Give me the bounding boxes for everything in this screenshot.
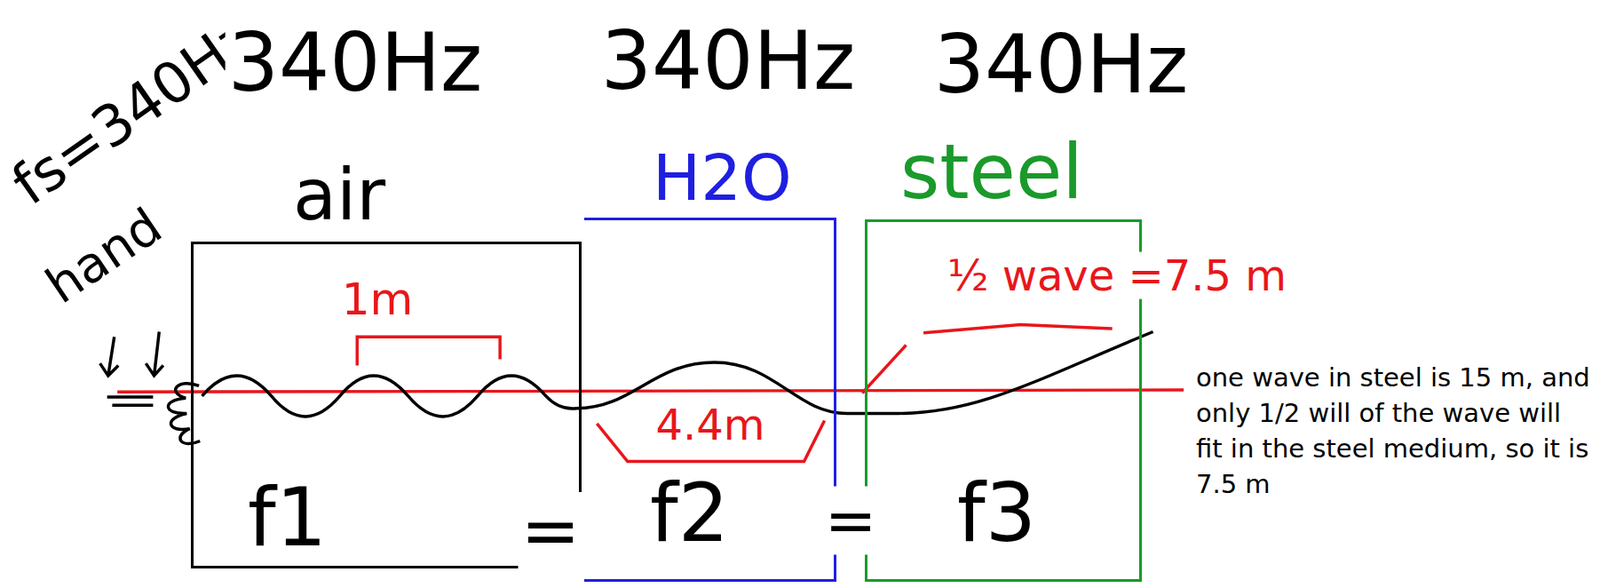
wavelength-dimension: 4.4m <box>652 401 768 449</box>
motion-arrows <box>100 332 164 376</box>
medium-heading: H2O <box>652 145 793 210</box>
frequency-label: 340Hz <box>225 18 486 107</box>
wavelength-dimension: ½ wave =7.5 m <box>944 252 1290 300</box>
medium-box: H2Of2 <box>584 217 837 582</box>
hand-drawing <box>167 383 200 444</box>
wavelength-dimension: 1m <box>339 275 417 325</box>
equals-sign: = <box>517 491 583 571</box>
medium-heading: steel <box>900 134 1084 210</box>
frequency-symbol: f3 <box>957 473 1037 554</box>
frequency-symbol: f1 <box>247 477 327 558</box>
frequency-symbol: f2 <box>649 473 729 554</box>
equals-sign: = <box>822 486 880 555</box>
explanation-note: one wave in steel is 15 m, and only 1/2 … <box>1196 359 1592 502</box>
dimension-bracket <box>923 324 1113 333</box>
hand-label: hand <box>34 196 174 315</box>
leader-line <box>862 344 906 393</box>
dimension-bracket <box>356 336 500 365</box>
frequency-label: 340Hz <box>598 16 859 105</box>
frequency-label: 340Hz <box>931 20 1192 109</box>
medium-heading: air <box>293 159 386 231</box>
hand-arm <box>107 396 154 405</box>
axis-line <box>117 389 1184 392</box>
